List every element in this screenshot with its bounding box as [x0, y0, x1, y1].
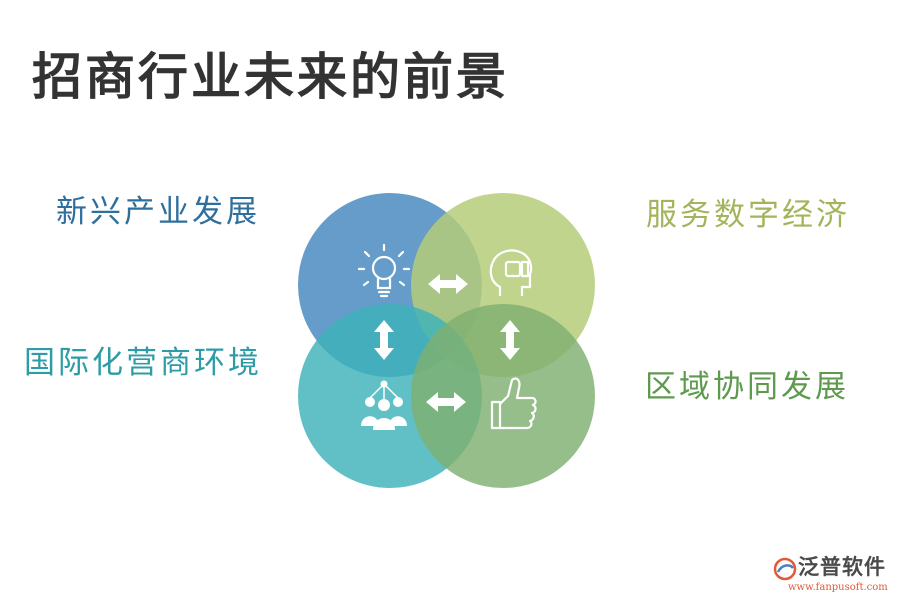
thumbs-up-icon: [490, 377, 537, 430]
double-arrow-horizontal-icon: [428, 274, 468, 294]
lightbulb-icon: [357, 243, 411, 298]
head-thumbs-icon: [489, 249, 533, 296]
double-arrow-vertical-icon: [374, 320, 394, 360]
team-network-icon: [361, 380, 407, 430]
brand-logo: 泛普软件 www.fanpusoft.com: [772, 556, 892, 596]
label-regional-coordination: 区域协同发展: [645, 369, 849, 405]
circle-regional-coordination: [411, 304, 595, 488]
label-digital-economy: 服务数字经济: [646, 197, 850, 233]
double-arrow-horizontal-icon: [426, 392, 466, 412]
label-emerging-industries: 新兴产业发展: [56, 194, 260, 230]
fanpu-logo-icon: [773, 557, 797, 581]
brand-name: 泛普软件: [798, 555, 886, 579]
page-title: 招商行业未来的前景: [32, 48, 509, 106]
label-international-business-environment: 国际化营商环境: [24, 345, 262, 381]
double-arrow-vertical-icon: [500, 320, 520, 360]
venn-circles: [298, 193, 595, 488]
brand-url: www.fanpusoft.com: [788, 582, 888, 593]
